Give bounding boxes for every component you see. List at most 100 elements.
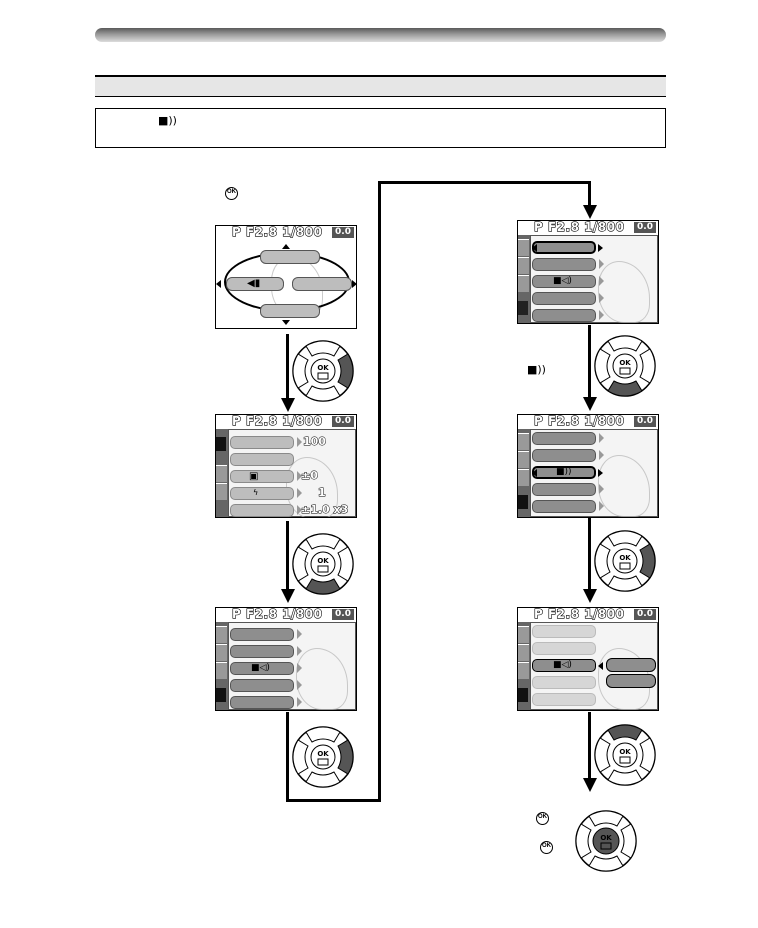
- menu-row[interactable]: [230, 645, 294, 658]
- speaker-icon: ■◁): [251, 663, 270, 673]
- arrow-pad-dial-down[interactable]: OK: [290, 531, 356, 597]
- menu-left-item[interactable]: ◀▮: [226, 277, 284, 291]
- menu-row[interactable]: [532, 625, 596, 638]
- flash-icon: ϟ: [253, 488, 259, 497]
- up-arrow-icon: [282, 244, 290, 249]
- menu-row[interactable]: [230, 453, 294, 466]
- menu-tab[interactable]: [216, 483, 227, 500]
- menu-tab[interactable]: [518, 275, 529, 292]
- menu-top-item[interactable]: [260, 250, 320, 264]
- menu-tab[interactable]: [518, 662, 529, 679]
- left-arrow-icon: [598, 662, 603, 670]
- row-arrow-icon: [599, 276, 604, 286]
- lcd-status-bar: P F2.8 1/800 0.0: [518, 607, 658, 622]
- menu-row[interactable]: [532, 483, 596, 496]
- menu-row[interactable]: [230, 628, 294, 641]
- menu-tab-selected[interactable]: [216, 437, 226, 451]
- arrow-pad-dial-right[interactable]: OK: [592, 528, 658, 594]
- svg-text:OK: OK: [619, 359, 631, 367]
- menu-tab-selected[interactable]: [518, 688, 528, 702]
- setting-value: ±0: [301, 469, 319, 483]
- arrow-pad-dial-right[interactable]: OK: [290, 338, 356, 404]
- svg-text:OK: OK: [600, 834, 612, 842]
- menu-row-selected[interactable]: ■◁): [532, 659, 596, 672]
- row-arrow-icon: [297, 437, 302, 447]
- lcd-status-bar: P F2.8 1/800 0.0: [216, 225, 356, 240]
- arrow-pad-dial-ok[interactable]: OK: [573, 808, 639, 874]
- menu-tab[interactable]: [518, 257, 529, 274]
- menu-tab-selected[interactable]: [518, 301, 528, 315]
- menu-row[interactable]: [532, 642, 596, 655]
- flow-arrow-head: [583, 589, 597, 603]
- row-arrow-icon: [297, 663, 302, 673]
- lcd-exposure-readout: P F2.8 1/800: [231, 225, 323, 240]
- connector-line: [588, 181, 591, 207]
- lcd-setup-menu-screen: P F2.8 1/800 0.0 ■◁): [517, 220, 659, 324]
- menu-tab-selected[interactable]: [518, 495, 528, 509]
- lcd-exposure-readout: P F2.8 1/800: [533, 607, 625, 622]
- menu-row[interactable]: [532, 258, 596, 271]
- lcd-ev-value: 0.0: [332, 227, 354, 238]
- flow-arrow-line: [286, 334, 289, 400]
- lcd-ev-value: 0.0: [634, 416, 656, 427]
- menu-row-selected[interactable]: [532, 241, 596, 254]
- menu-row[interactable]: [230, 504, 294, 517]
- menu-row[interactable]: ■◁): [230, 662, 294, 675]
- menu-row[interactable]: ϟ: [230, 487, 294, 500]
- volume-option[interactable]: [606, 658, 656, 672]
- connector-line: [378, 181, 591, 184]
- menu-row[interactable]: [532, 432, 596, 445]
- arrow-pad-dial-down[interactable]: OK: [592, 333, 658, 399]
- menu-tab[interactable]: [518, 433, 529, 450]
- row-arrow-icon: [599, 259, 604, 269]
- note-box: ■)): [95, 108, 666, 148]
- menu-row[interactable]: [230, 679, 294, 692]
- menu-row[interactable]: [532, 676, 596, 689]
- lcd-ev-value: 0.0: [634, 609, 656, 620]
- menu-row[interactable]: [532, 500, 596, 513]
- connector-line: [378, 181, 381, 802]
- menu-tab[interactable]: [518, 469, 529, 486]
- menu-tab[interactable]: [518, 626, 529, 643]
- menu-row-selected[interactable]: ■)): [532, 466, 596, 479]
- arrow-pad-dial-right[interactable]: OK: [290, 724, 356, 790]
- lcd-shortcut-screen: P F2.8 1/800 0.0 ◀▮: [215, 225, 357, 329]
- menu-tab[interactable]: [518, 239, 529, 256]
- svg-text:OK: OK: [317, 364, 329, 372]
- menu-right-item[interactable]: [292, 277, 352, 291]
- menu-row[interactable]: [532, 449, 596, 462]
- svg-text:OK: OK: [317, 750, 329, 758]
- menu-tab-selected[interactable]: [216, 688, 226, 702]
- row-arrow-icon: [297, 646, 302, 656]
- menu-row[interactable]: ■◁): [532, 275, 596, 288]
- menu-tab-strip: [216, 622, 228, 710]
- background-subject: [598, 261, 650, 323]
- menu-row[interactable]: [532, 292, 596, 305]
- row-arrow-icon: [297, 471, 302, 481]
- menu-bottom-item[interactable]: [260, 304, 320, 318]
- setting-value: 1: [318, 486, 327, 500]
- menu-row[interactable]: [230, 436, 294, 449]
- image-quality-icon: ▣: [249, 471, 259, 482]
- menu-tab[interactable]: [216, 626, 227, 643]
- menu-tab[interactable]: [518, 644, 529, 661]
- lcd-ev-value: 0.0: [634, 222, 656, 233]
- volume-option[interactable]: [606, 674, 656, 688]
- flow-arrow-line: [286, 521, 289, 591]
- menu-tab[interactable]: [216, 465, 227, 482]
- menu-row[interactable]: ▣: [230, 470, 294, 483]
- menu-tab[interactable]: [216, 662, 227, 679]
- row-arrow-icon: [297, 680, 302, 690]
- menu-row[interactable]: [230, 696, 294, 709]
- connector-line: [286, 799, 381, 802]
- menu-tab[interactable]: [216, 644, 227, 661]
- row-arrow-icon: [599, 433, 604, 443]
- menu-tab[interactable]: [518, 451, 529, 468]
- menu-row[interactable]: [532, 309, 596, 322]
- lcd-ev-value: 0.0: [332, 416, 354, 427]
- connector-line: [286, 712, 289, 802]
- menu-row[interactable]: [532, 693, 596, 706]
- sound-icon: ■)): [527, 363, 546, 376]
- arrow-pad-dial-up[interactable]: OK: [592, 722, 658, 788]
- section-title-bar: [95, 75, 666, 97]
